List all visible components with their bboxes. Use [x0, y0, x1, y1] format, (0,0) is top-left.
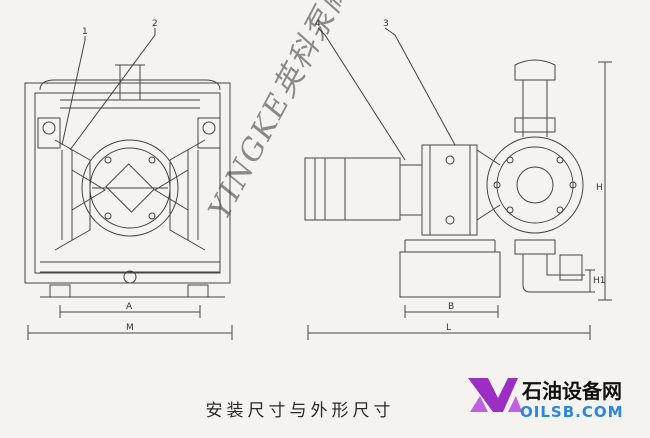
leader-2	[69, 28, 156, 151]
pump-frame-outer	[24, 82, 231, 284]
part-label-2: 2	[152, 19, 158, 29]
dim-label-H1: H1	[593, 276, 606, 286]
pump-head	[486, 136, 584, 234]
dim-label-M: M	[126, 323, 134, 333]
logo-text: 石油设备网	[522, 379, 622, 403]
logo-domain: OILSB.COM	[520, 403, 624, 421]
part-label-4: 4	[315, 19, 321, 29]
leader-1	[61, 36, 86, 146]
left-foot	[49, 284, 71, 298]
dim-label-H: H	[596, 183, 603, 193]
oilsb-logo-icon	[468, 378, 522, 412]
side-view	[304, 27, 612, 340]
dim-label-A: A	[126, 302, 133, 312]
left-valve	[37, 117, 61, 149]
dimension-A	[59, 305, 201, 318]
outlet-column	[522, 80, 548, 137]
dim-label-L: L	[446, 323, 451, 333]
base-stand	[399, 251, 501, 298]
part-label-1: 1	[82, 27, 88, 37]
dimension-H	[598, 61, 612, 301]
leader-4	[317, 27, 406, 161]
pump-frame-inner	[34, 92, 221, 274]
dimension-L	[307, 325, 591, 340]
center-body	[81, 139, 179, 237]
drawing-caption: 安装尺寸与外形尺寸	[205, 401, 395, 421]
leader-3	[384, 27, 456, 146]
gearbox	[421, 144, 478, 236]
dimension-B	[404, 305, 499, 318]
right-foot	[187, 284, 209, 298]
front-view	[24, 28, 233, 340]
part-label-3: 3	[383, 19, 389, 29]
dimension-M	[27, 325, 233, 340]
dimension-H1	[585, 269, 595, 293]
dim-label-B: B	[448, 302, 454, 312]
right-valve	[197, 117, 221, 149]
motor	[304, 157, 401, 221]
